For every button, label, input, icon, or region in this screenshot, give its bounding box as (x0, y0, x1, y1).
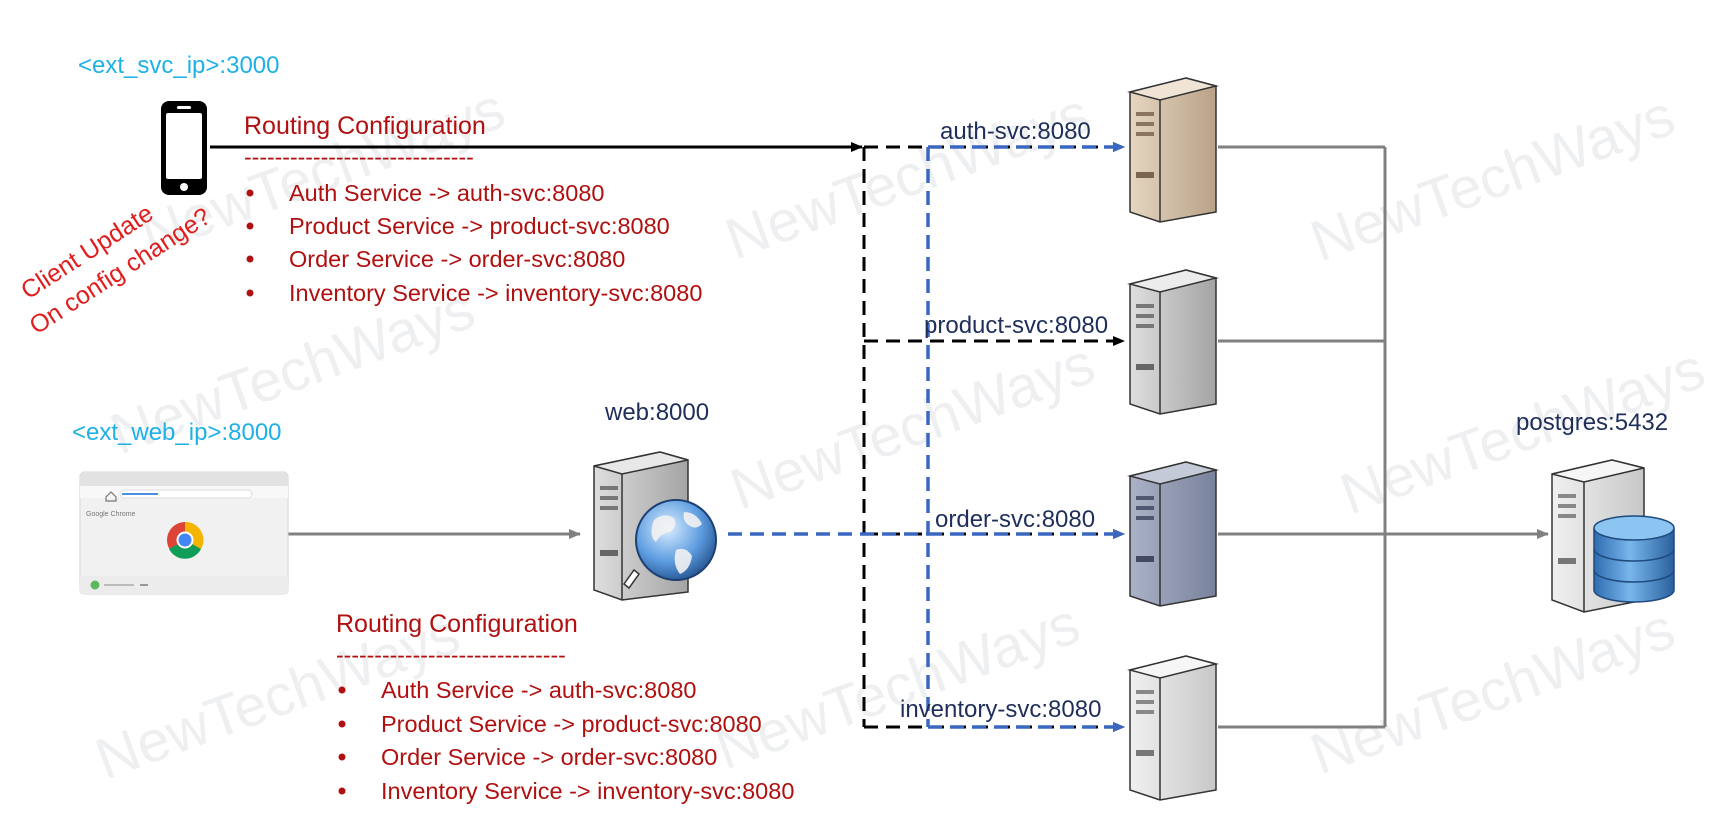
watermark: NewTechWays (1302, 83, 1683, 275)
browser-endpoint-label: <ext_web_ip>:8000 (72, 419, 282, 446)
routing-config-top: Routing Configuration ------------------… (244, 112, 702, 306)
routing-config-divider: ------------------------------ (244, 144, 474, 170)
routing-config-title: Routing Configuration (244, 112, 486, 140)
bullet (246, 255, 254, 263)
routing-rule: Product Service -> product-svc:8080 (381, 711, 762, 737)
browser-brand-label: Google Chrome (86, 511, 136, 518)
inventory-server-icon (1127, 655, 1219, 801)
inventory-node-label: inventory-svc:8080 (900, 696, 1101, 723)
watermark: NewTechWays (717, 81, 1098, 273)
routing-config-title: Routing Configuration (336, 610, 578, 638)
routing-rule: Order Service -> order-svc:8080 (381, 744, 717, 770)
product-server-icon (1127, 269, 1219, 415)
routing-config-bottom: Routing Configuration ------------------… (336, 610, 794, 804)
globe-icon (622, 499, 717, 590)
browser-window: Google Chrome (79, 471, 289, 595)
bullet (246, 222, 254, 230)
bullet (246, 289, 254, 297)
routing-rule: Inventory Service -> inventory-svc:8080 (289, 280, 702, 306)
routing-rule: Auth Service -> auth-svc:8080 (289, 180, 604, 206)
web-node-label: web:8000 (604, 399, 709, 426)
watermark: NewTechWays (722, 331, 1103, 523)
phone-endpoint-label: <ext_svc_ip>:3000 (78, 52, 279, 79)
postgres-node-label: postgres:5432 (1516, 409, 1668, 436)
bullet (338, 720, 346, 728)
routing-rule: Product Service -> product-svc:8080 (289, 213, 670, 239)
watermark: NewTechWays (1302, 596, 1683, 788)
product-node-label: product-svc:8080 (924, 312, 1108, 339)
order-node-label: order-svc:8080 (935, 506, 1095, 533)
auth-server-icon (1127, 77, 1219, 223)
routing-config-divider: ------------------------------ (336, 642, 566, 668)
pencil-icon (622, 568, 641, 590)
order-server-icon (1127, 461, 1219, 607)
phone-icon (161, 101, 207, 195)
routing-rule: Auth Service -> auth-svc:8080 (381, 677, 696, 703)
chrome-logo-icon (167, 521, 204, 559)
database-icon (1593, 515, 1675, 603)
bullet (246, 189, 254, 197)
routing-rule: Inventory Service -> inventory-svc:8080 (381, 778, 794, 804)
bullet (338, 686, 346, 694)
home-icon (105, 491, 117, 502)
client-routes (210, 142, 1125, 732)
bullet (338, 787, 346, 795)
bullet (338, 753, 346, 761)
auth-node-label: auth-svc:8080 (940, 118, 1091, 145)
routing-rule: Order Service -> order-svc:8080 (289, 246, 625, 272)
web-routes (728, 142, 1125, 732)
watermark: NewTechWays (707, 591, 1088, 783)
db-connections (288, 145, 1549, 729)
